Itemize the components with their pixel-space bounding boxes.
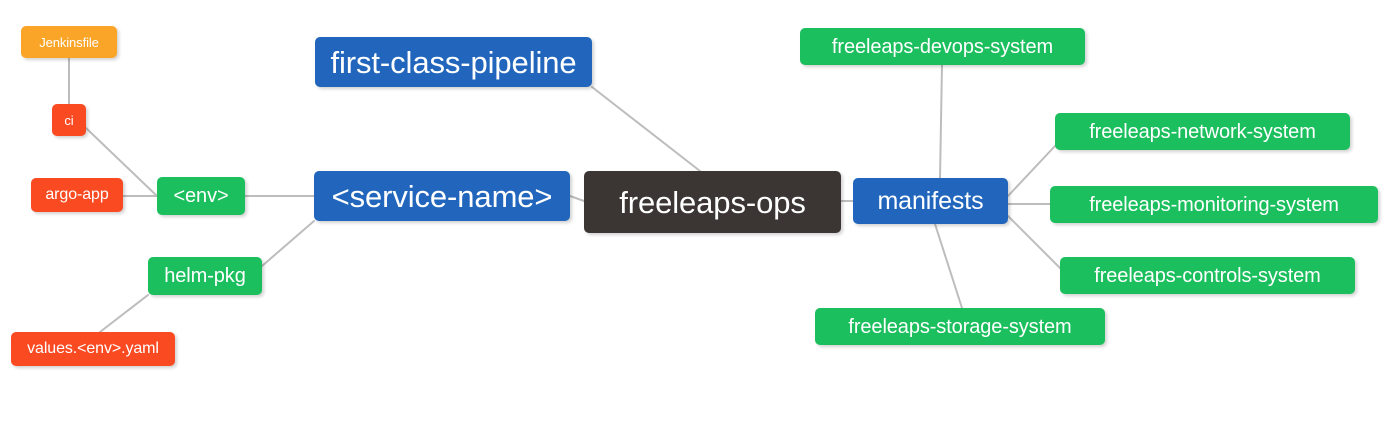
edge-service-name-to-helm-pkg [261, 220, 315, 267]
node-pipeline[interactable]: first-class-pipeline [315, 37, 592, 87]
node-network[interactable]: freeleaps-network-system [1055, 113, 1350, 150]
node-manifests[interactable]: manifests [853, 178, 1008, 224]
edge-manifests-to-devops [939, 64, 943, 179]
node-helm-pkg[interactable]: helm-pkg [148, 257, 262, 295]
node-storage[interactable]: freeleaps-storage-system [815, 308, 1105, 345]
node-jenkinsfile[interactable]: Jenkinsfile [21, 26, 117, 58]
node-devops[interactable]: freeleaps-devops-system [800, 28, 1085, 65]
edge-manifests-to-network [1007, 145, 1056, 197]
edge-service-name-to-root [569, 195, 585, 202]
node-controls[interactable]: freeleaps-controls-system [1060, 257, 1355, 294]
node-env[interactable]: <env> [157, 177, 245, 215]
node-ci[interactable]: ci [52, 104, 86, 136]
node-values-yaml[interactable]: values.<env>.yaml [11, 332, 175, 366]
edge-manifests-to-controls [1007, 215, 1061, 269]
edge-manifests-to-storage [934, 223, 963, 309]
node-argo-app[interactable]: argo-app [31, 178, 123, 212]
node-root[interactable]: freeleaps-ops [584, 171, 841, 233]
node-service-name[interactable]: <service-name> [314, 171, 570, 221]
node-monitoring[interactable]: freeleaps-monitoring-system [1050, 186, 1378, 223]
edge-pipeline-to-root [591, 86, 701, 172]
edge-helm-pkg-to-values-yaml [99, 294, 149, 333]
